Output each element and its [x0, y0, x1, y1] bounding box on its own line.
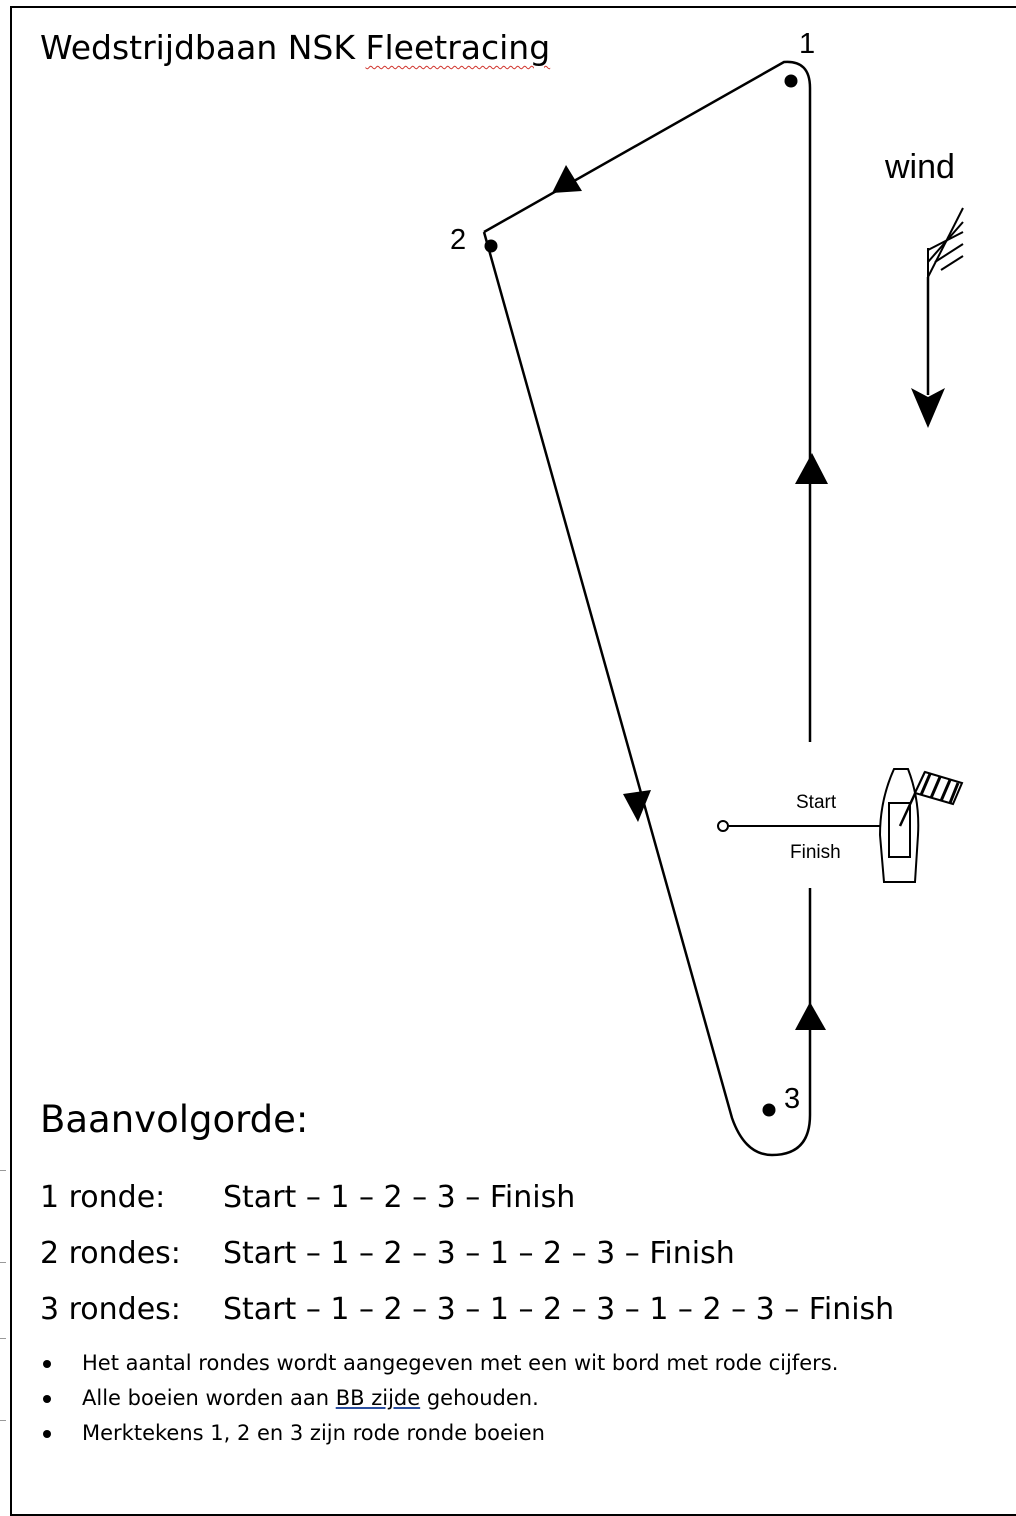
course-leg-start-to-1-to-2 — [483, 60, 812, 742]
mark-2-label: 2 — [450, 224, 466, 256]
sequence-row-label: 3 rondes: — [40, 1292, 181, 1327]
note-text: Het aantal rondes wordt aangegeven met e… — [82, 1351, 839, 1375]
notes-list: Het aantal rondes wordt aangegeven met e… — [40, 1346, 838, 1451]
sequence-row-label: 2 rondes: — [40, 1236, 181, 1271]
title-highlighted-word: Fleetracing — [365, 28, 551, 67]
flag-icon — [898, 770, 964, 827]
margin-tick — [0, 1170, 6, 1171]
finish-label: Finish — [790, 842, 841, 863]
sequence-row-course: Start – 1 – 2 – 3 – Finish — [223, 1180, 576, 1215]
arrow-leg-2-to-3 — [623, 790, 651, 822]
arrow-upwind-upper — [795, 453, 828, 484]
note-item: Het aantal rondes wordt aangegeven met e… — [40, 1346, 838, 1381]
pin-end-buoy — [717, 820, 729, 832]
sequence-heading: Baanvolgorde: — [40, 1098, 309, 1141]
margin-tick — [0, 1262, 6, 1263]
buoy-mark-3 — [762, 1103, 776, 1117]
sequence-row-1: 1 ronde: Start – 1 – 2 – 3 – Finish — [40, 1180, 575, 1215]
sequence-row-2: 2 rondes: Start – 1 – 2 – 3 – 1 – 2 – 3 –… — [40, 1236, 735, 1271]
arrow-leg-1-to-2 — [552, 165, 582, 193]
note-item: Alle boeien worden aan BB zijde gehouden… — [40, 1381, 838, 1416]
sequence-row-3: 3 rondes: Start – 1 – 2 – 3 – 1 – 2 – 3 –… — [40, 1292, 894, 1327]
mark-3-label: 3 — [784, 1083, 800, 1115]
sequence-row-label: 1 ronde: — [40, 1180, 166, 1215]
sequence-row-course: Start – 1 – 2 – 3 – 1 – 2 – 3 – 1 – 2 – … — [223, 1292, 895, 1327]
wind-label: wind — [884, 148, 955, 186]
sequence-row-course: Start – 1 – 2 – 3 – 1 – 2 – 3 – Finish — [223, 1236, 735, 1271]
course-leg-2-to-3-and-3-to-finish — [482, 231, 812, 1157]
bb-zijde-link[interactable]: BB zijde — [335, 1386, 421, 1410]
buoy-mark-1 — [784, 74, 798, 88]
page-title: Wedstrijdbaan NSK Fleetracing — [40, 28, 550, 67]
start-label: Start — [796, 792, 837, 813]
arrow-upwind-lower — [795, 1002, 826, 1030]
mark-1-label: 1 — [799, 28, 815, 60]
buoy-mark-2 — [484, 239, 498, 253]
note-text: Merktekens 1, 2 en 3 zijn rode ronde boe… — [82, 1421, 545, 1445]
note-text: gehouden. — [420, 1386, 539, 1410]
wind-arrow-icon — [911, 207, 964, 428]
title-prefix: Wedstrijdbaan NSK — [40, 28, 366, 67]
margin-tick — [0, 1420, 6, 1421]
margin-tick — [0, 1338, 6, 1339]
note-text: Alle boeien worden aan — [82, 1386, 336, 1410]
note-item: Merktekens 1, 2 en 3 zijn rode ronde boe… — [40, 1416, 838, 1451]
